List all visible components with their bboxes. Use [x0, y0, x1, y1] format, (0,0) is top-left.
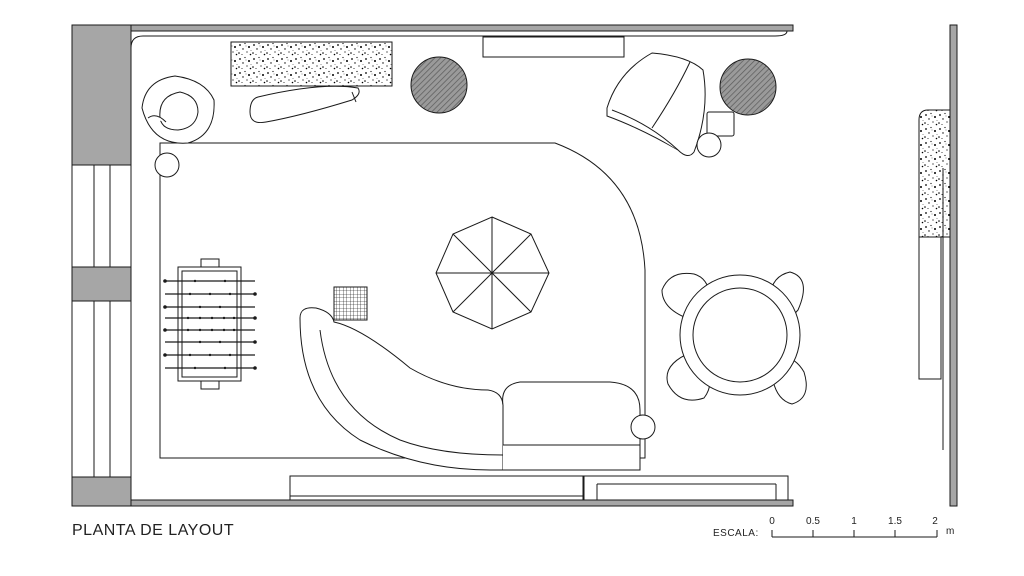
scale-tick-label: 2 [932, 516, 938, 527]
wall-bottom [130, 499, 794, 507]
wall-left-lower [71, 476, 132, 507]
bottom-bench-left [289, 475, 584, 501]
armchair-top-left [141, 75, 215, 144]
side-table-top-left [154, 152, 180, 178]
right-side-planter [918, 109, 951, 450]
armchair-top-right [606, 52, 706, 156]
top-inner-edge [130, 30, 788, 150]
window-left [71, 165, 132, 477]
scale-tick-label: 0 [769, 516, 775, 527]
scale-label: ESCALA: [713, 528, 759, 539]
scale-bar [771, 530, 938, 538]
wall-left-upper [71, 24, 132, 166]
drawing-title: PLANTA DE LAYOUT [72, 522, 235, 539]
chaise-lounge [249, 85, 360, 123]
scale-tick-label: 1.5 [888, 516, 902, 527]
rug-area [159, 142, 646, 459]
wall-right-building [949, 24, 958, 507]
dining-set [661, 271, 807, 405]
foosball-table [163, 258, 257, 390]
chessboard-table [333, 286, 368, 321]
side-table-sofa [630, 414, 656, 440]
side-table-top-right [696, 132, 722, 158]
terrazzo-planter [230, 41, 393, 87]
scale-tick-label: 1 [851, 516, 857, 527]
building-walls [71, 24, 958, 507]
side-table-square [706, 111, 735, 137]
curved-sofa [299, 307, 641, 471]
scale-tick-label: 0.5 [806, 516, 820, 527]
planter-top-right [719, 58, 777, 116]
planter-top-center [410, 56, 468, 114]
scale-unit: m [946, 526, 955, 537]
top-shelf [482, 36, 625, 58]
parasol [435, 216, 550, 330]
bottom-bench-right [583, 475, 789, 501]
wall-left-column [71, 266, 132, 302]
wall-top [130, 24, 794, 32]
